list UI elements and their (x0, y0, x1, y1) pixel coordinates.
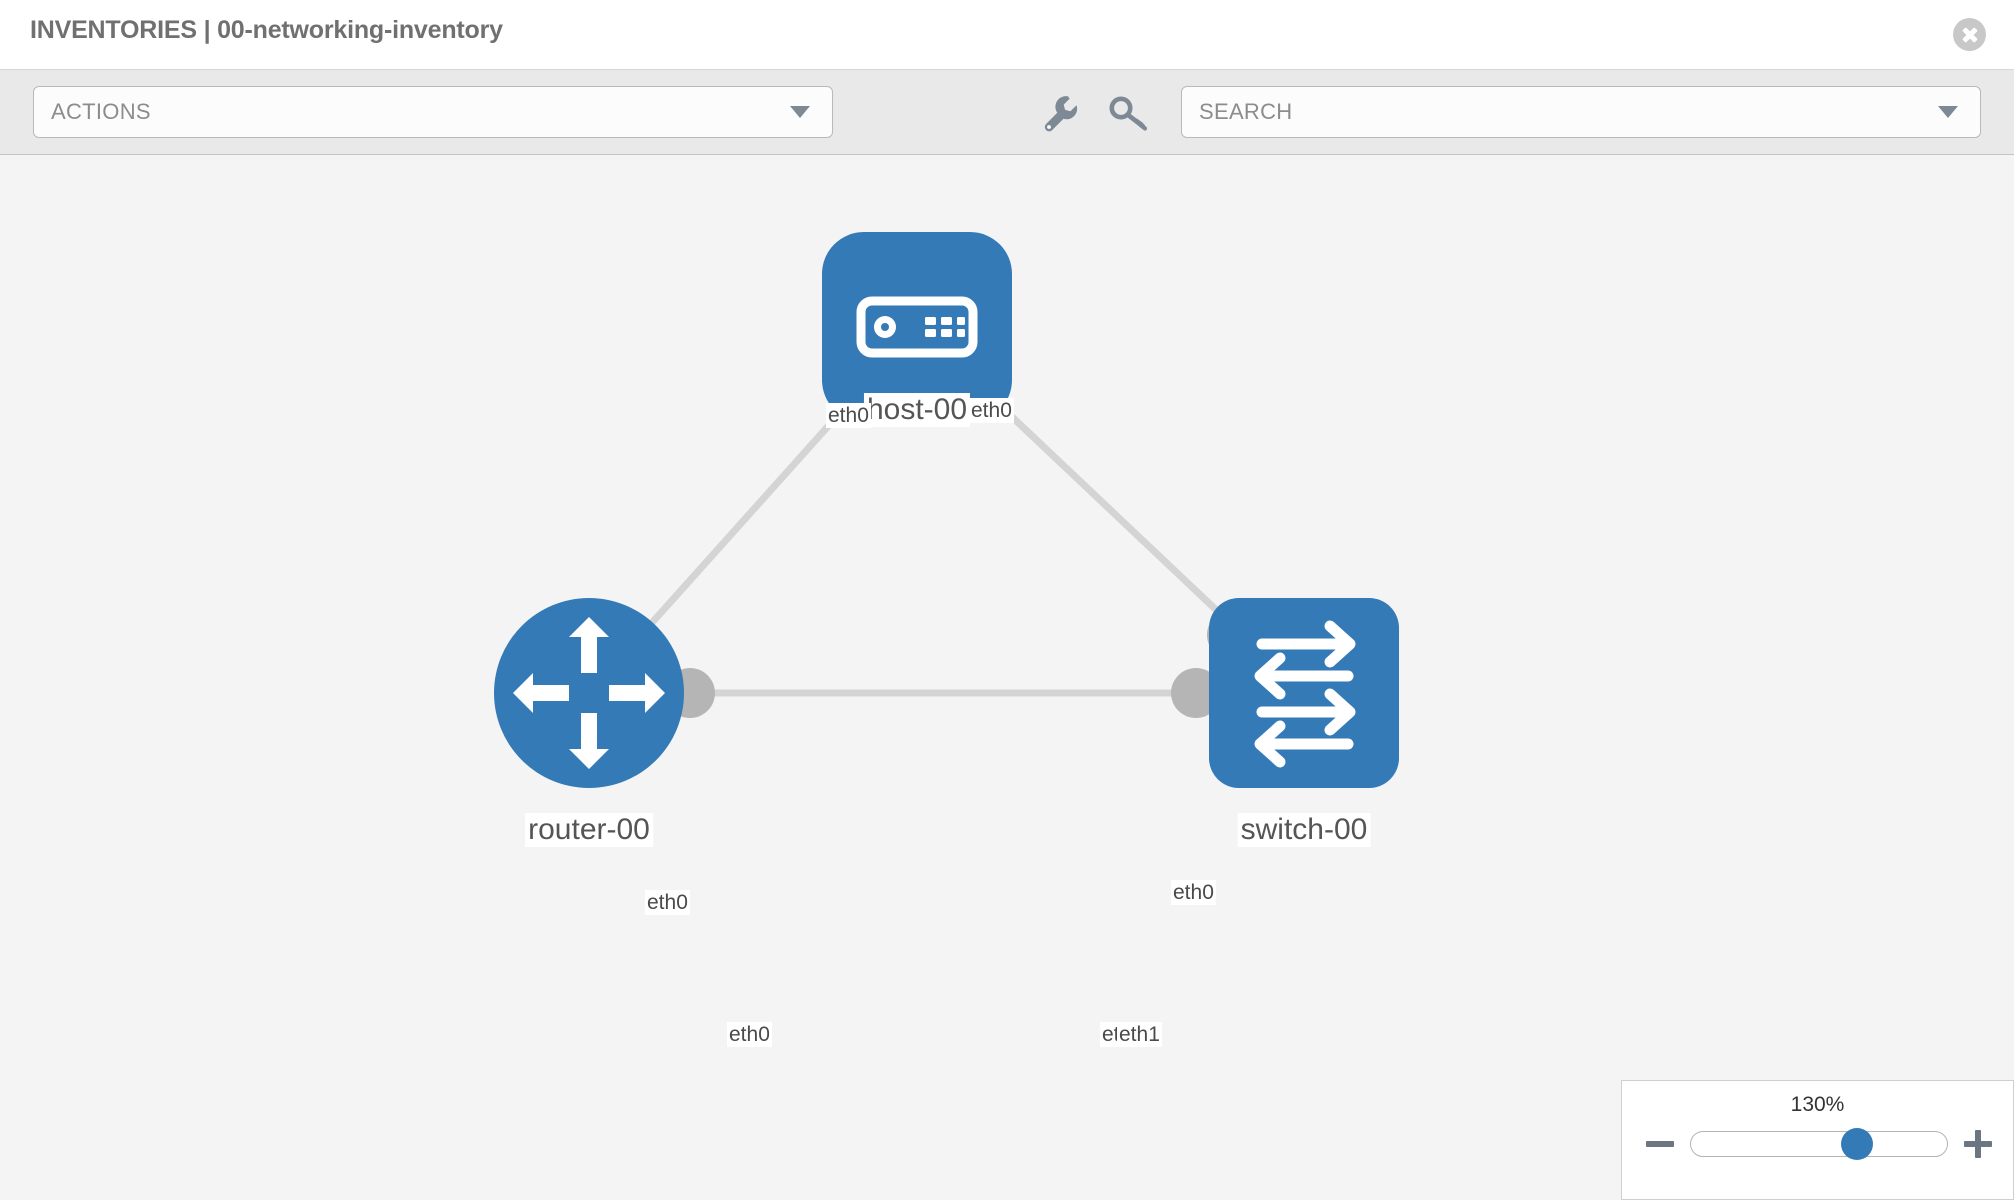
close-icon[interactable] (1953, 18, 1986, 51)
port-label-router-right: eth0 (727, 1022, 772, 1047)
node-label-router-00: router-00 (525, 813, 653, 847)
node-host-00 (822, 232, 1012, 422)
port-label-switch-up: eth0 (1171, 880, 1216, 905)
node-label-host-00: host-00 (863, 393, 971, 427)
chevron-down-icon (790, 106, 810, 118)
zoom-slider[interactable] (1690, 1128, 1948, 1160)
key-icon[interactable] (1102, 86, 1154, 138)
search-input[interactable]: SEARCH (1181, 86, 1981, 138)
port-label-host-left: eth0 (826, 403, 871, 428)
switch-arrows-icon (1254, 620, 1356, 768)
topology-graph (494, 232, 1399, 788)
wrench-icon[interactable] (1033, 86, 1085, 138)
node-label-switch-00: switch-00 (1237, 813, 1371, 847)
port-label-router-up: eth0 (645, 890, 690, 915)
topology-canvas[interactable]: host-00 router-00 switch-00 eth0 eth0 et… (0, 155, 2014, 1200)
router-arrows-icon (513, 617, 665, 769)
server-icon (856, 296, 978, 358)
port-label-host-right: eth0 (969, 398, 1014, 423)
plus-icon-bar-v (1975, 1130, 1981, 1158)
zoom-percent-label: 130% (1790, 1093, 1845, 1116)
actions-dropdown-label: ACTIONS (51, 99, 151, 124)
zoom-slider-thumb[interactable] (1841, 1128, 1874, 1160)
actions-dropdown[interactable]: ACTIONS (33, 86, 833, 138)
chevron-down-icon (1938, 106, 1958, 118)
minus-icon-bar (1646, 1141, 1674, 1147)
zoom-control-panel: 130% (1621, 1080, 2014, 1200)
node-router-00 (494, 598, 684, 788)
page-header: INVENTORIES | 00-networking-inventory (0, 0, 2014, 70)
minus-icon[interactable] (1643, 1127, 1677, 1161)
port-label-switch-left-b: eth1 (1117, 1022, 1162, 1047)
toolbar: ACTIONS SEARCH (0, 70, 2014, 155)
node-switch-00 (1209, 598, 1399, 788)
search-placeholder: SEARCH (1199, 99, 1293, 124)
plus-icon[interactable] (1961, 1127, 1995, 1161)
page-title: INVENTORIES | 00-networking-inventory (30, 16, 503, 44)
port-switch-left (1171, 668, 1221, 718)
